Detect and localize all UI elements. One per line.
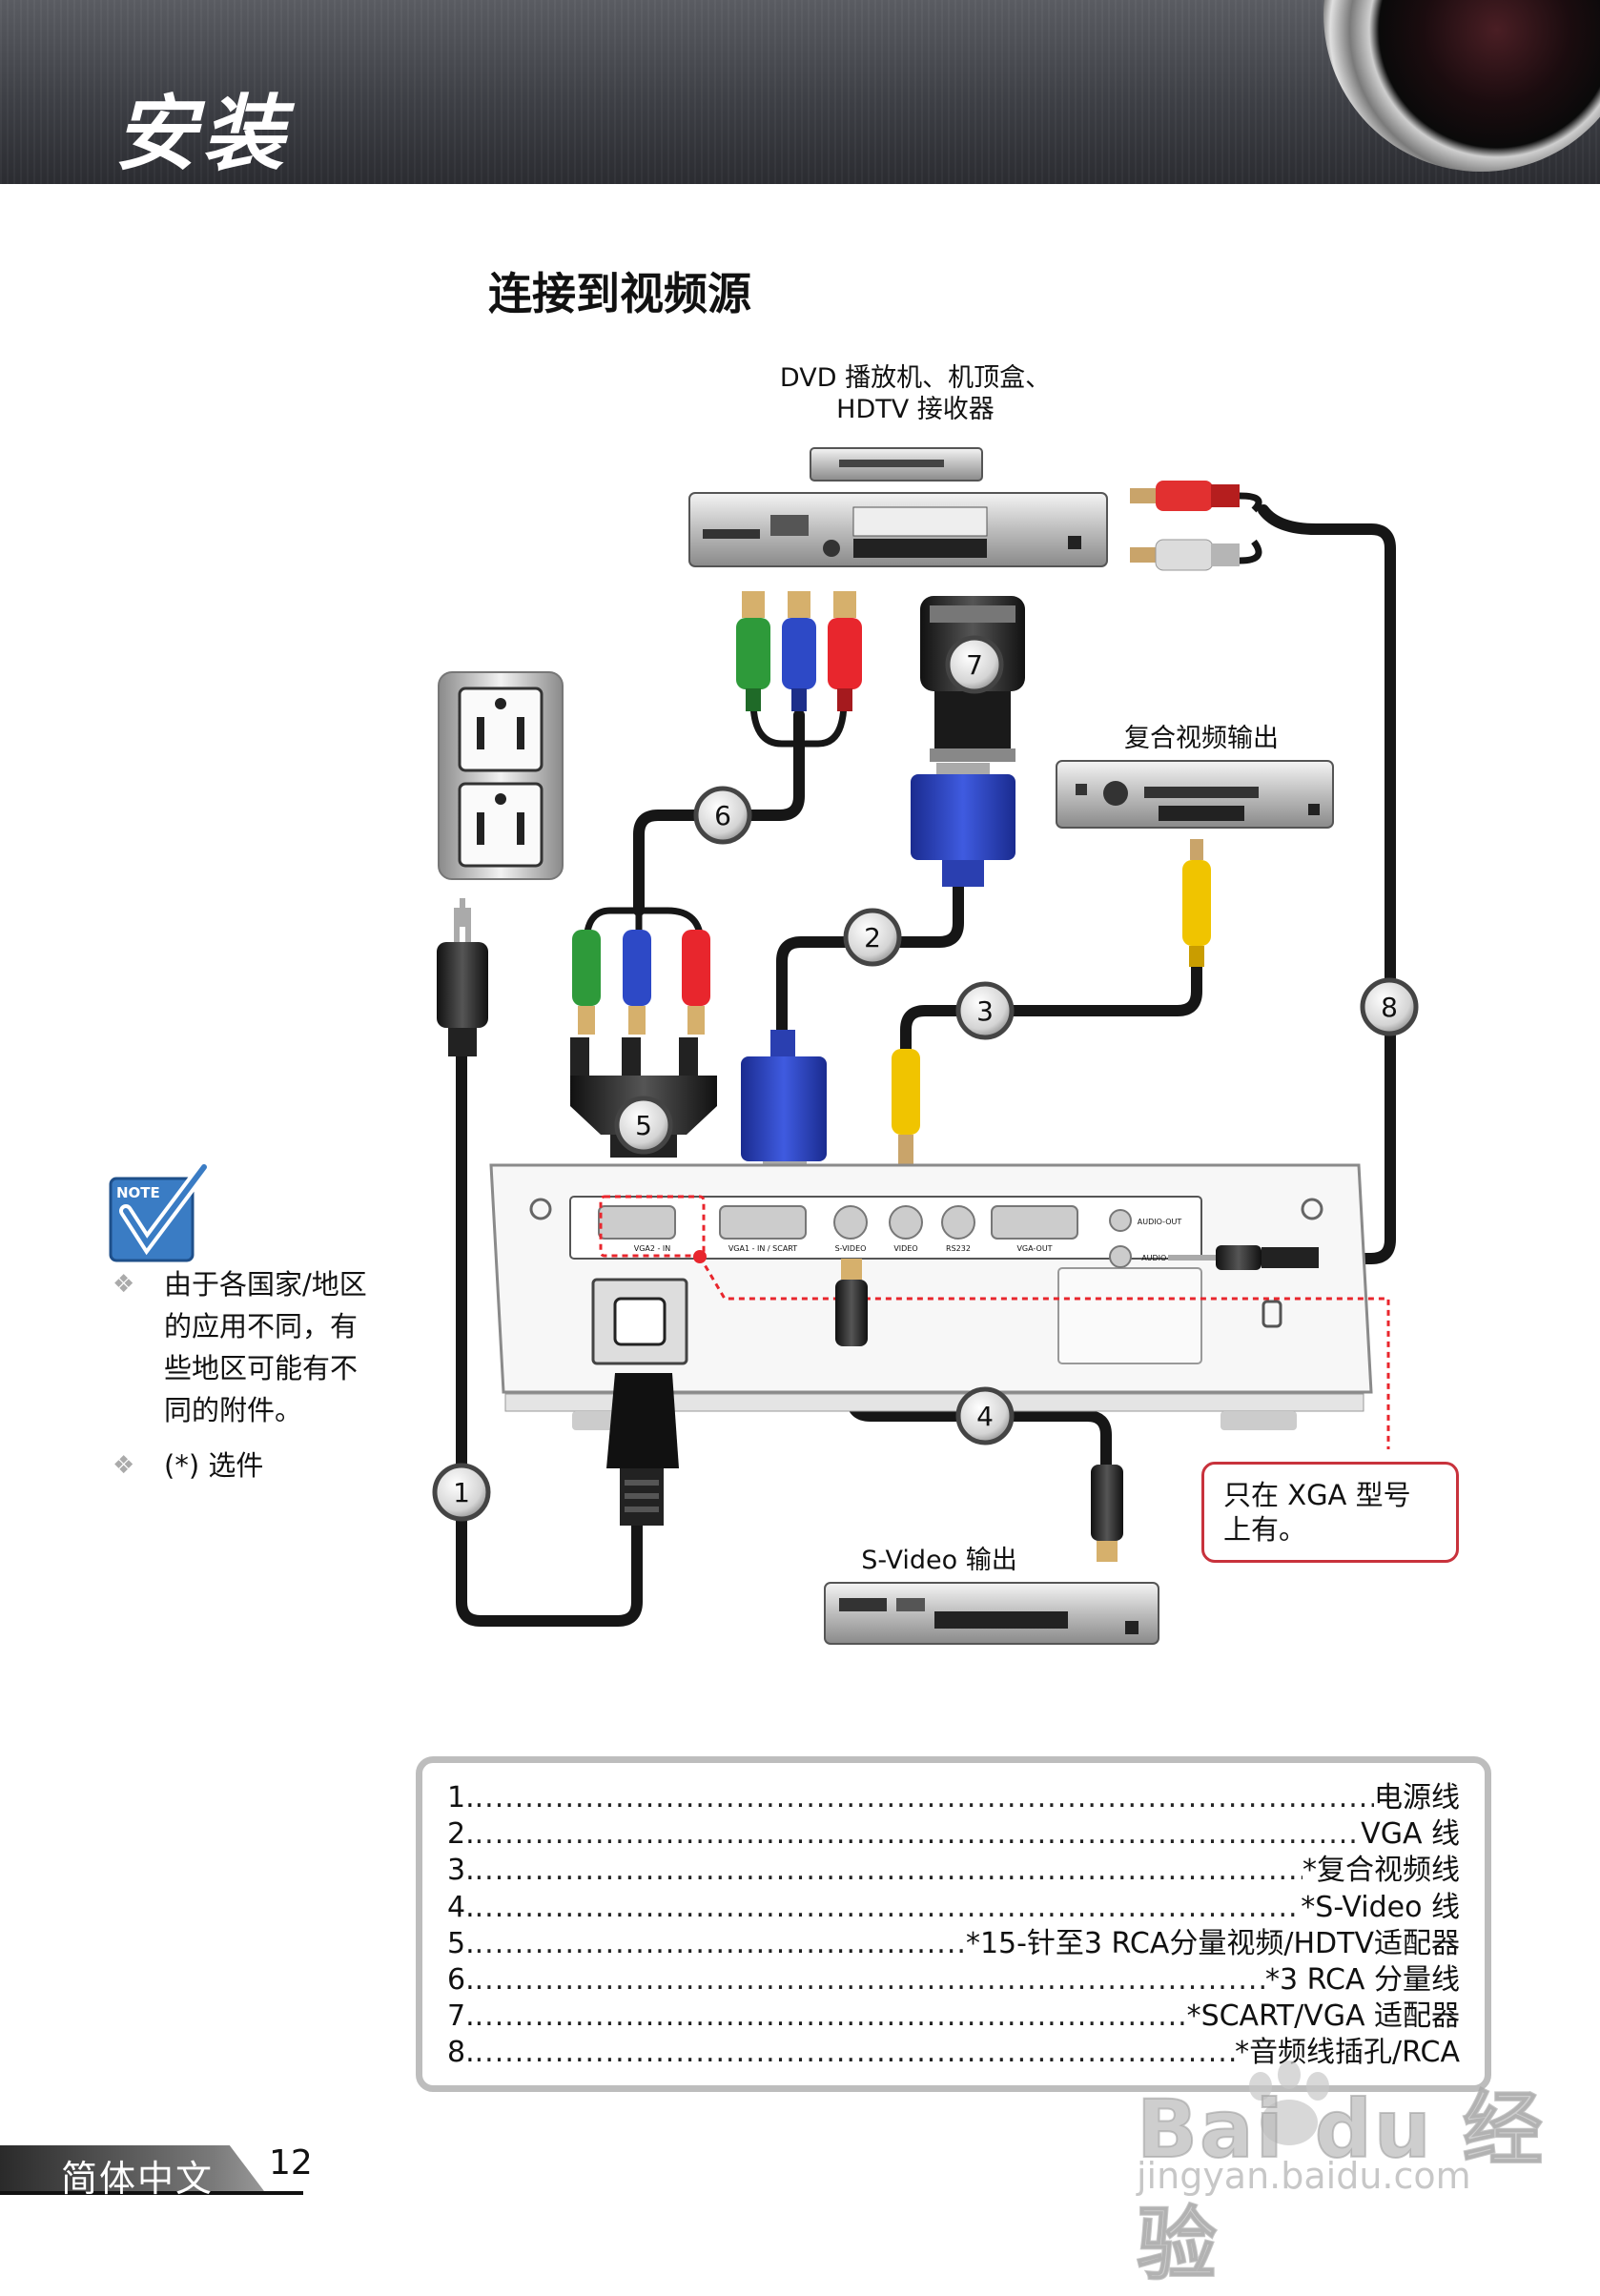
- section-title: 连接到视频源: [488, 268, 751, 319]
- svg-text:VGA2 - IN: VGA2 - IN: [634, 1244, 671, 1253]
- audio-jack: [1168, 1245, 1319, 1270]
- iec-power-connector: [606, 1373, 679, 1526]
- badge-5: 5: [614, 1096, 673, 1155]
- svideo-out-label: S-Video 输出: [861, 1546, 1017, 1575]
- note-text: 由于各国家/地区的应用不同，有些地区可能有不同的附件。: [164, 1268, 367, 1426]
- rca-3-top: [736, 591, 862, 711]
- cable-3: [900, 957, 1202, 1055]
- svideo-plug-bottom: [1091, 1465, 1123, 1562]
- wall-outlet: [438, 671, 564, 880]
- cable-legend: 1.电源线 2.VGA 线 3.*复合视频线 4.*S-Video 线 5.*1…: [416, 1756, 1491, 2092]
- page-number: 12: [269, 2143, 313, 2183]
- footer-language-tab: 简体中文: [0, 2145, 303, 2200]
- yellow-rca-bottom: [892, 1049, 920, 1167]
- dvd-label-line1: DVD 播放机、机顶盒、: [779, 363, 1052, 393]
- svg-text:AUDIO-OUT: AUDIO-OUT: [1138, 1218, 1182, 1226]
- watermark-url: jingyan.baidu.com: [1137, 2155, 1471, 2197]
- legend-row: 8.*音频线插孔/RCA: [447, 2035, 1460, 2071]
- rca-3-bottom: [572, 930, 710, 1035]
- svideo-plug-top: [835, 1259, 868, 1346]
- note-icon: NOTE: [109, 1163, 211, 1262]
- badge-4: 4: [955, 1386, 1015, 1445]
- svg-text:AUDIO-IN: AUDIO-IN: [1141, 1254, 1178, 1262]
- composite-out-label: 复合视频输出: [1124, 724, 1279, 753]
- yellow-rca-top: [1182, 839, 1211, 967]
- svg-text:VGA-OUT: VGA-OUT: [1016, 1244, 1052, 1253]
- vga-plug-bottom: [741, 1030, 827, 1173]
- dvd-label-line2: HDTV 接收器: [836, 395, 995, 424]
- adapter-15pin-to-3rca: [570, 1037, 717, 1158]
- port-labels: VGA2 - IN VGA1 - IN / SCART S-VIDEO VIDE…: [634, 1218, 1182, 1262]
- legend-row: 5.*15-针至3 RCA分量视频/HDTV适配器: [447, 1926, 1460, 1962]
- badge-1: 1: [432, 1463, 491, 1522]
- svg-text:NOTE: NOTE: [116, 1184, 160, 1201]
- projector: [489, 1163, 1390, 1449]
- diamond-bullet-icon: ❖: [113, 1270, 135, 1299]
- xga-note-box: 只在 XGA 型号上有。: [1201, 1462, 1459, 1563]
- power-plug: [437, 898, 488, 1056]
- svg-text:RS232: RS232: [946, 1244, 971, 1253]
- svg-text:3: 3: [976, 995, 994, 1027]
- svg-text:4: 4: [976, 1401, 994, 1432]
- page-header: 安装: [0, 0, 1600, 184]
- legend-row: 6.*3 RCA 分量线: [447, 1962, 1460, 1999]
- badge-2: 2: [843, 908, 902, 967]
- diamond-bullet-icon: ❖: [113, 1451, 135, 1480]
- badge-6: 6: [693, 786, 752, 845]
- cable-1: [456, 1043, 643, 1627]
- svg-text:S-VIDEO: S-VIDEO: [835, 1244, 867, 1253]
- note-item: ❖ (*) 选件: [107, 1445, 374, 1486]
- svg-text:8: 8: [1381, 992, 1398, 1023]
- cable-8: [1258, 504, 1396, 1264]
- svg-text:1: 1: [453, 1477, 470, 1508]
- svg-text:VIDEO: VIDEO: [893, 1244, 917, 1253]
- header-title: 安装: [114, 87, 290, 182]
- note-text: (*) 选件: [164, 1449, 264, 1482]
- cable-badges: 1 2 3 4 5 6 7 8: [432, 635, 1419, 1522]
- legend-row: 3.*复合视频线: [447, 1853, 1460, 1889]
- svg-text:VGA1 - IN / SCART: VGA1 - IN / SCART: [728, 1244, 797, 1253]
- badge-3: 3: [955, 981, 1015, 1040]
- svg-text:5: 5: [635, 1110, 652, 1141]
- dvd-label: DVD 播放机、机顶盒、 HDTV 接收器: [725, 362, 1106, 425]
- baidu-paw-icon: [1249, 2060, 1329, 2145]
- legend-row: 2.VGA 线: [447, 1816, 1460, 1853]
- legend-row: 1.电源线: [447, 1780, 1460, 1816]
- footer-language: 简体中文: [61, 2158, 215, 2200]
- audio-rca-plugs: [1130, 481, 1240, 571]
- svg-text:7: 7: [966, 649, 983, 681]
- svg-text:2: 2: [864, 922, 881, 953]
- svg-text:6: 6: [714, 800, 731, 831]
- badge-7: 7: [945, 635, 1004, 694]
- dvd-player: [688, 447, 1108, 567]
- watermark-brand: Bai du 经验: [1136, 2081, 1545, 2292]
- legend-row: 7.*SCART/VGA 适配器: [447, 1999, 1460, 2035]
- cable-6-split-top: [749, 700, 848, 748]
- legend-row: 4.*S-Video 线: [447, 1890, 1460, 1926]
- composite-device: [1056, 760, 1334, 829]
- svideo-device: [824, 1582, 1159, 1645]
- vga-plug-top: [911, 763, 1015, 887]
- note-item: ❖ 由于各国家/地区的应用不同，有些地区可能有不同的附件。: [107, 1263, 374, 1431]
- badge-8: 8: [1360, 977, 1419, 1036]
- note-list: ❖ 由于各国家/地区的应用不同，有些地区可能有不同的附件。 ❖ (*) 选件: [107, 1263, 374, 1500]
